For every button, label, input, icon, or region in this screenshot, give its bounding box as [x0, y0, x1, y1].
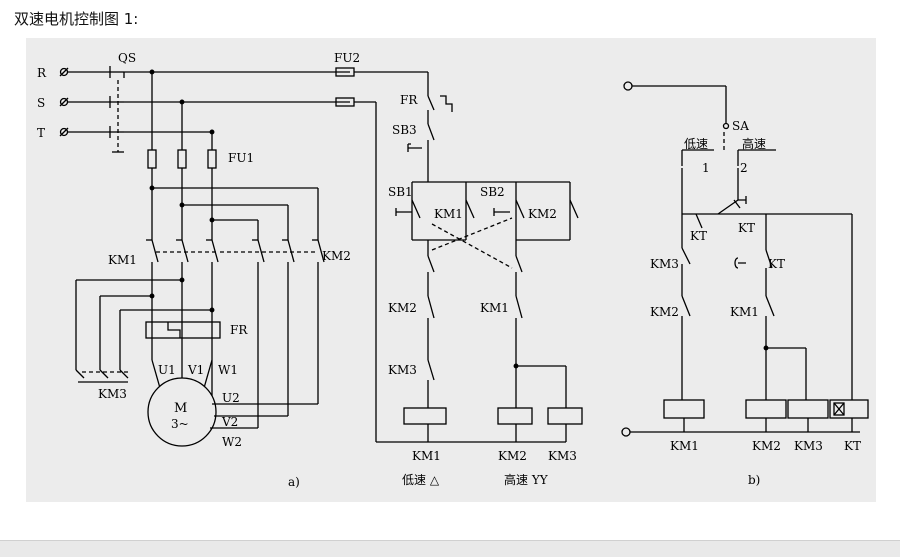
diagram-b: SA 低速 高速 1 2 KT KT KM3 KT KM2 KM1	[621, 81, 869, 487]
u1-label: U1	[158, 363, 176, 377]
high-label: 高速	[742, 136, 766, 151]
sb1-label: SB1	[388, 185, 413, 199]
hold-km1-label: KM1	[434, 207, 463, 221]
label-s: S	[37, 96, 45, 110]
km1-main-contacts: KM1	[108, 239, 219, 404]
kt-right-label: KT	[768, 257, 785, 271]
coil-km3-label: KM3	[548, 449, 577, 463]
coil-km1-label: KM1	[412, 449, 441, 463]
page-title: 双速电机控制图 1:	[14, 10, 139, 28]
km1-label: KM1	[108, 253, 137, 267]
high-speed-label: 高速 YY	[504, 472, 549, 487]
fu2-label: FU2	[334, 51, 360, 65]
fu2-fuses: FU2	[334, 51, 429, 442]
w2-label: W2	[222, 435, 242, 449]
supply-terminals: R S T	[37, 66, 110, 140]
km1-b-label: KM1	[730, 305, 759, 319]
coil-km2-b-label: KM2	[752, 439, 781, 453]
qs-label: QS	[118, 51, 136, 65]
fu1-label: FU1	[228, 151, 254, 165]
coil-km1-b-label: KM1	[670, 439, 699, 453]
sa-label: SA	[732, 119, 749, 133]
coil-kt-b-label: KT	[844, 439, 861, 453]
caption-a: a)	[288, 475, 300, 489]
pos2-label: 2	[740, 161, 748, 175]
sb3-label: SB3	[392, 123, 417, 137]
interlock-km3-label: KM3	[388, 363, 417, 377]
km3-star-contacts: KM3	[75, 277, 215, 401]
coil-km3-b-label: KM3	[794, 439, 823, 453]
km3-b-label: KM3	[650, 257, 679, 271]
kt-mid-label: KT	[690, 229, 707, 243]
bottom-strip	[0, 540, 900, 557]
km2-label: KM2	[322, 249, 351, 263]
u2-label: U2	[222, 391, 240, 405]
label-t: T	[37, 126, 45, 140]
hold-km2-label: KM2	[528, 207, 557, 221]
control-circuit: FR SB3 SB1 SB2 KM1 KM2 KM2	[376, 88, 583, 487]
motor-symbol: M	[174, 401, 187, 416]
fr-label: FR	[230, 323, 248, 337]
caption-b: b)	[748, 473, 760, 487]
qs-switch: QS	[109, 51, 350, 153]
main-phases: FU1	[147, 69, 319, 240]
pos1-label: 1	[702, 161, 710, 175]
km2-b-label: KM2	[650, 305, 679, 319]
interlock-km1-label: KM1	[480, 301, 509, 315]
low-speed-label: 低速 △	[402, 473, 440, 487]
kt-top-label: KT	[738, 221, 755, 235]
label-r: R	[37, 66, 47, 80]
motor-phase: 3~	[171, 417, 189, 431]
km3-label: KM3	[98, 387, 127, 401]
ctrl-fr-label: FR	[400, 93, 418, 107]
w1-label: W1	[218, 363, 238, 377]
v2-label: V2	[221, 415, 238, 429]
low-label: 低速	[684, 137, 708, 151]
km2-main-contacts: KM2	[220, 239, 351, 428]
interlock-km2-label: KM2	[388, 301, 417, 315]
v1-label: V1	[187, 363, 204, 377]
coil-km2-label: KM2	[498, 449, 527, 463]
sb2-label: SB2	[480, 185, 505, 199]
motor: U1 V1 W1 M 3~ U2 V2 W2	[147, 359, 318, 449]
fr-relay: FR	[145, 296, 248, 360]
